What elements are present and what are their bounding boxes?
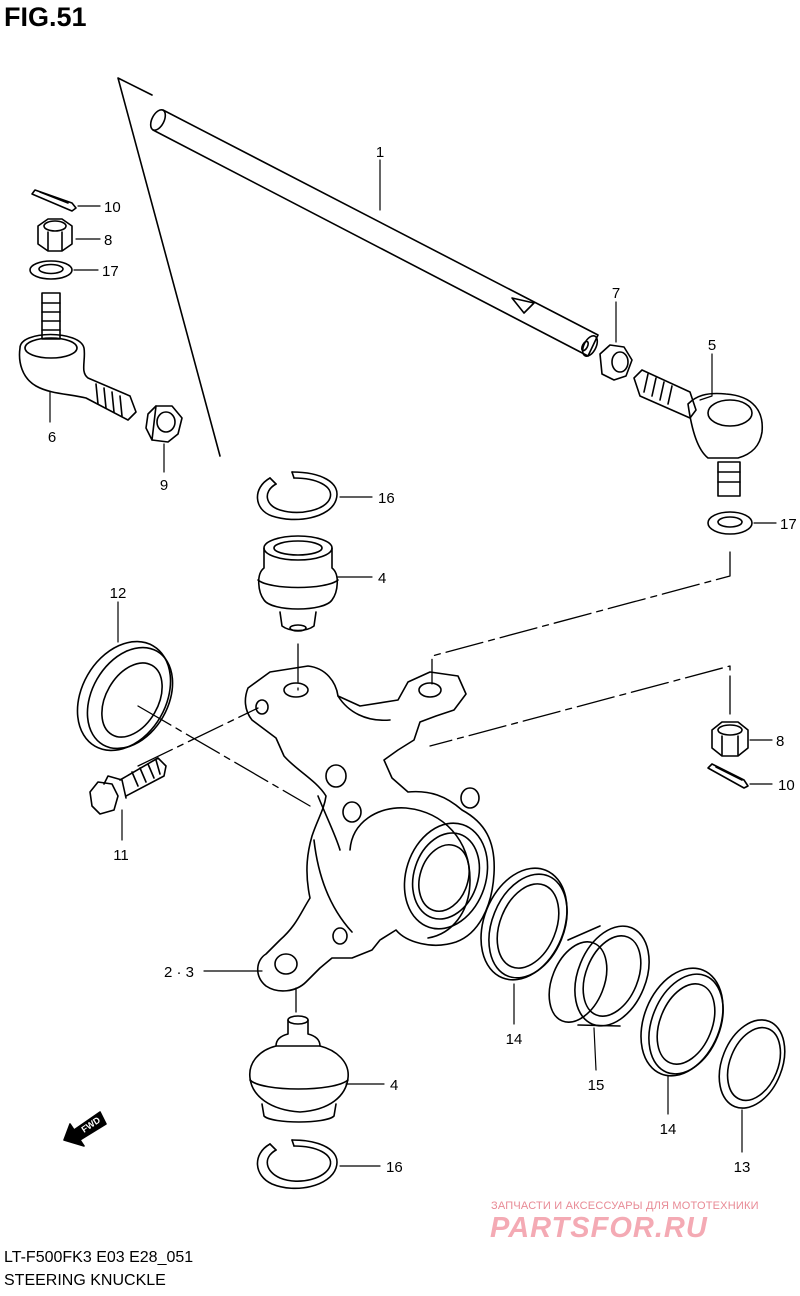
tie-rod-part (149, 109, 599, 357)
nut-left-part (145, 405, 183, 443)
callout-13: 13 (734, 1159, 751, 1176)
oil-seal-part (480, 867, 568, 981)
callout-labels: 1 10 8 17 6 9 7 5 17 16 4 12 8 10 11 2 ·… (48, 144, 797, 1176)
callout-6: 6 (48, 429, 56, 446)
oil-seal-part (640, 967, 724, 1077)
part-name: STEERING KNUCKLE (4, 1272, 166, 1289)
callout-17: 17 (102, 263, 119, 280)
ball-joint-upper-part (257, 535, 339, 632)
callout-17: 17 (780, 516, 797, 533)
spacer-part (548, 925, 650, 1027)
callout-10: 10 (104, 199, 121, 216)
bolt-part (89, 757, 167, 815)
cotter-pin-part (707, 763, 749, 789)
figure-title: FIG.51 (4, 2, 87, 32)
tie-rod-end-right-part (633, 369, 764, 497)
callout-7: 7 (612, 285, 620, 302)
assembly-guide-lines (117, 77, 221, 457)
watermark-logo: PARTSFOR.RU (490, 1212, 708, 1244)
cotter-pin-part (31, 189, 77, 212)
callout-2-3: 2 · 3 (164, 964, 194, 981)
callout-1: 1 (376, 144, 384, 161)
callout-11: 11 (113, 847, 129, 864)
callout-16: 16 (386, 1159, 403, 1176)
steering-knuckle-part (244, 665, 495, 992)
callout-5: 5 (708, 337, 716, 354)
washer-part (29, 260, 73, 280)
callout-8: 8 (776, 733, 784, 750)
watermark-tagline: ЗАПЧАСТИ И АКСЕССУАРЫ ДЛЯ МОТОТЕХНИКИ (491, 1200, 759, 1212)
callout-15: 15 (588, 1077, 605, 1094)
callout-9: 9 (160, 477, 168, 494)
model-code: LT-F500FK3 E03 E28_051 (4, 1249, 194, 1266)
washer-part (707, 511, 753, 535)
castle-nut-part (711, 721, 749, 757)
assembly-dashed-lines (137, 551, 731, 1013)
castle-nut-part (37, 218, 73, 252)
callout-8: 8 (104, 232, 112, 249)
nut-right-part (599, 344, 633, 381)
callout-4: 4 (378, 570, 386, 587)
tie-rod-end-left-part (18, 292, 137, 421)
oil-seal-part (718, 1019, 786, 1109)
oil-seal-part (76, 640, 174, 752)
forward-arrow-icon (63, 1111, 107, 1147)
callout-14: 14 (506, 1031, 523, 1048)
callout-10: 10 (778, 777, 795, 794)
ball-joint-lower-part (249, 1015, 349, 1123)
circlip-part (256, 1139, 338, 1190)
circlip-part (256, 471, 338, 521)
leader-lines (49, 159, 777, 1167)
callout-12: 12 (110, 585, 127, 602)
callout-16: 16 (378, 490, 395, 507)
callout-14: 14 (660, 1121, 677, 1138)
callout-4: 4 (390, 1077, 398, 1094)
